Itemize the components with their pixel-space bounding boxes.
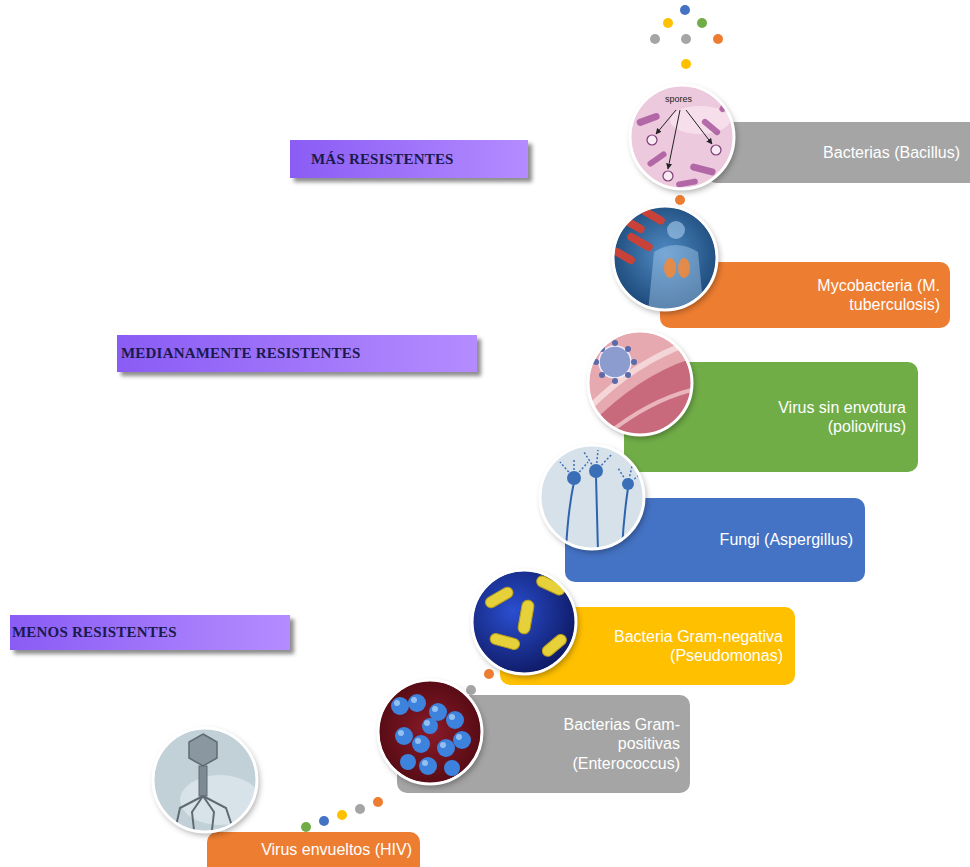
organism-box: Bacterias (Bacillus): [706, 122, 970, 183]
resistance-tag: MÁS RESISTENTES: [290, 140, 528, 178]
resistance-tag: MENOS RESISTENTES: [10, 615, 290, 650]
organism-label: Fungi (Aspergillus): [663, 530, 853, 549]
tag-label: MENOS RESISTENTES: [12, 624, 177, 641]
organism-label: Virus sin envotura (poliovirus): [706, 398, 906, 436]
image-annotation: spores: [665, 95, 692, 105]
organism-box: Virus envueltos (HIV): [207, 832, 420, 867]
resistance-tag: MEDIANAMENTE RESISTENTES: [117, 335, 477, 372]
pseudomonas-image: [469, 567, 579, 677]
poliovirus-image: [585, 328, 700, 440]
enterococcus-image: [375, 677, 485, 787]
tag-label: MEDIANAMENTE RESISTENTES: [121, 345, 360, 362]
aspergillus-image: [537, 442, 647, 552]
organism-label: Bacterias (Bacillus): [755, 143, 960, 162]
organism-label: Bacterias Gram-positivas (Enterococcus): [545, 715, 680, 773]
enveloped-virus-image: [150, 725, 260, 835]
organism-label: Bacteria Gram-negativa (Pseudomonas): [588, 627, 783, 665]
organism-label: Mycobacteria (M. tuberculosis): [755, 276, 940, 314]
organism-label: Virus envueltos (HIV): [237, 840, 412, 859]
tag-label: MÁS RESISTENTES: [311, 151, 454, 168]
bacillus-image: [628, 83, 738, 193]
mycobacteria-image: [610, 204, 720, 314]
decor-dots: [301, 5, 723, 832]
